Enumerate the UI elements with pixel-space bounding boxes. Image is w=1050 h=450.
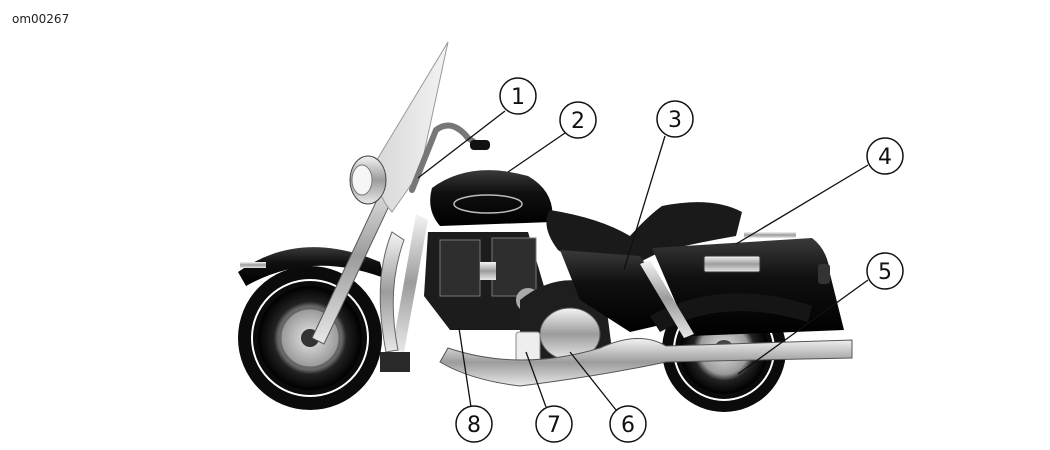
footboard [380, 352, 410, 372]
leader-line-8 [458, 327, 472, 408]
callout-number: 2 [571, 109, 585, 134]
leader-line-3 [623, 135, 666, 271]
figure-code: om00267 [12, 12, 70, 26]
fender-trim [240, 262, 266, 268]
motorcycle-illustration [238, 41, 853, 412]
leader-line-5 [737, 279, 869, 375]
callout-number: 4 [878, 145, 892, 170]
callout-number: 5 [878, 260, 892, 285]
front-wheel [238, 266, 382, 410]
callout-5: 5 [866, 252, 904, 290]
callout-7: 7 [535, 405, 573, 443]
callout-number: 3 [668, 108, 682, 133]
callout-number: 6 [621, 413, 635, 438]
leader-line-6 [569, 351, 617, 411]
rear-frame-tube [640, 260, 694, 338]
callout-6: 6 [609, 405, 647, 443]
luggage-rail [744, 232, 796, 238]
frame-downtube [392, 214, 428, 352]
side-cover [560, 250, 682, 332]
callout-8: 8 [455, 405, 493, 443]
leader-lines [417, 110, 869, 411]
fuel-tank [430, 170, 553, 226]
front-fender [238, 247, 384, 286]
callout-number: 8 [467, 413, 481, 438]
callout-number: 1 [511, 85, 525, 110]
leader-line-2 [507, 132, 566, 173]
headlamp [349, 155, 387, 205]
right-grip [470, 140, 490, 150]
exhaust-pipe [439, 337, 853, 387]
rear-turn-signal [818, 264, 830, 284]
handlebar [409, 122, 483, 193]
leader-line-4 [735, 164, 869, 245]
saddlebag-latch [703, 255, 761, 273]
leader-line-7 [525, 351, 547, 408]
leader-line-1 [417, 110, 506, 179]
callout-3: 3 [656, 100, 694, 138]
callout-number: 7 [547, 413, 561, 438]
tank-emblem [453, 194, 523, 214]
callout-1: 1 [499, 77, 537, 115]
callout-2: 2 [559, 101, 597, 139]
crash-bar [379, 231, 405, 353]
rear-fender [650, 293, 812, 332]
callout-4: 4 [866, 137, 904, 175]
